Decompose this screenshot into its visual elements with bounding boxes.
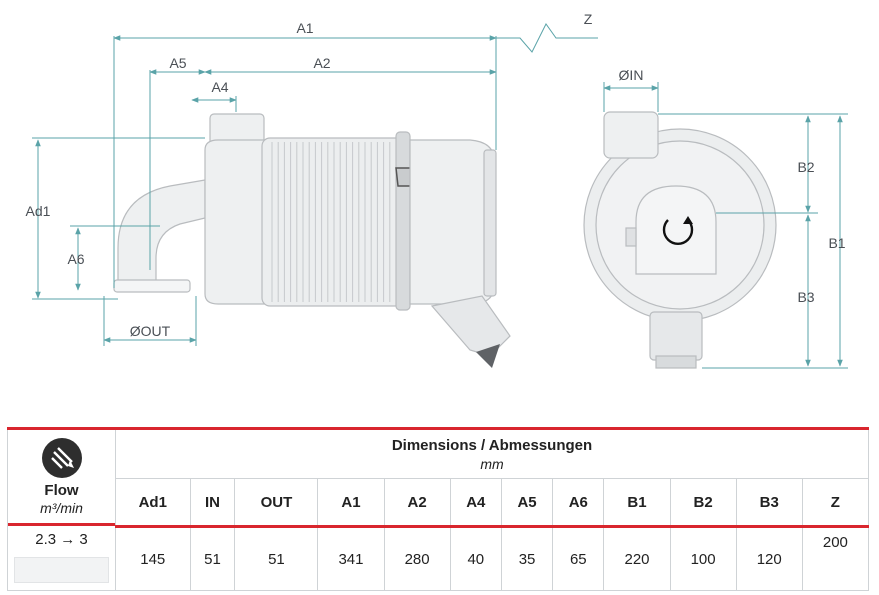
value-b1: 220 <box>603 525 671 591</box>
dimension-lines: A1 Z A2 A5 A4 Ad1 A6 ØOUT ØIN <box>26 11 848 369</box>
center-duct <box>635 185 717 275</box>
value-a6: 65 <box>552 525 605 591</box>
bottom-outlet-rim <box>655 355 697 369</box>
rotation-arrowhead <box>683 216 693 224</box>
dim-label-a6: A6 <box>67 251 84 267</box>
bottom-outlet <box>649 311 703 361</box>
value-a4: 40 <box>449 525 502 591</box>
dim-label-a1: A1 <box>296 20 313 36</box>
dim-label-ad1: Ad1 <box>26 203 51 219</box>
column-header-b3: B3 <box>735 478 803 527</box>
front-view <box>583 111 777 369</box>
column-header-in: IN <box>189 478 236 527</box>
table-title: Dimensions / Abmessungen <box>391 436 593 454</box>
table-unit: mm <box>480 455 504 472</box>
dim-label-b2: B2 <box>797 159 814 175</box>
end-cap <box>204 139 269 305</box>
body-ribs <box>271 142 397 302</box>
column-header-b1: B1 <box>603 478 671 527</box>
front-latch <box>625 227 637 247</box>
side-view <box>113 113 511 368</box>
front-inlet <box>603 111 659 159</box>
outlet-flange <box>113 279 191 293</box>
column-header-a6: A6 <box>552 478 605 527</box>
column-header-ad1: Ad1 <box>115 478 191 527</box>
flow-icon <box>41 438 82 478</box>
dim-label-in: ØIN <box>619 67 644 83</box>
column-header-a1: A1 <box>317 478 385 527</box>
dim-label-a2: A2 <box>313 55 330 71</box>
dim-label-b1: B1 <box>828 235 845 251</box>
dim-label-a5: A5 <box>169 55 186 71</box>
value-z: 200 <box>801 525 870 591</box>
column-header-out: OUT <box>234 478 319 527</box>
rotation-icon <box>662 219 694 245</box>
technical-drawing: A1 Z A2 A5 A4 Ad1 A6 ØOUT ØIN <box>26 11 848 369</box>
value-b2: 100 <box>669 525 737 591</box>
flow-column: Flow m³/min 2.3 → 3 <box>7 427 116 591</box>
rear-rim <box>483 149 497 297</box>
flow-value: 2.3 → 3 <box>35 531 88 548</box>
value-a2: 280 <box>383 525 451 591</box>
column-header-z: Z <box>801 478 870 527</box>
dim-label-b3: B3 <box>797 289 814 305</box>
column-header-a5: A5 <box>500 478 554 527</box>
flow-unit: m³/min <box>40 500 83 516</box>
value-in: 51 <box>189 525 236 591</box>
clamp-band <box>395 131 411 311</box>
dim-label-z: Z <box>584 11 593 27</box>
dim-label-out: ØOUT <box>130 323 171 339</box>
table-header: Dimensions / Abmessungen mm <box>115 427 869 479</box>
column-header-b2: B2 <box>669 478 737 527</box>
dust-valve <box>430 295 511 357</box>
value-b3: 120 <box>735 525 803 591</box>
rear-shell <box>409 139 495 305</box>
flow-blank-field <box>14 557 109 583</box>
value-out: 51 <box>234 525 319 591</box>
dimensions-table: Flow m³/min 2.3 → 3 Dimensions / Abmessu… <box>7 427 870 591</box>
value-a1: 341 <box>317 525 385 591</box>
flow-label: Flow <box>44 482 79 499</box>
column-header-a2: A2 <box>383 478 451 527</box>
value-a5: 35 <box>500 525 554 591</box>
dim-label-a4: A4 <box>211 79 228 95</box>
outlet-elbow <box>117 179 206 289</box>
value-ad1: 145 <box>115 525 191 591</box>
column-header-a4: A4 <box>449 478 502 527</box>
dust-valve-tip <box>476 344 500 368</box>
